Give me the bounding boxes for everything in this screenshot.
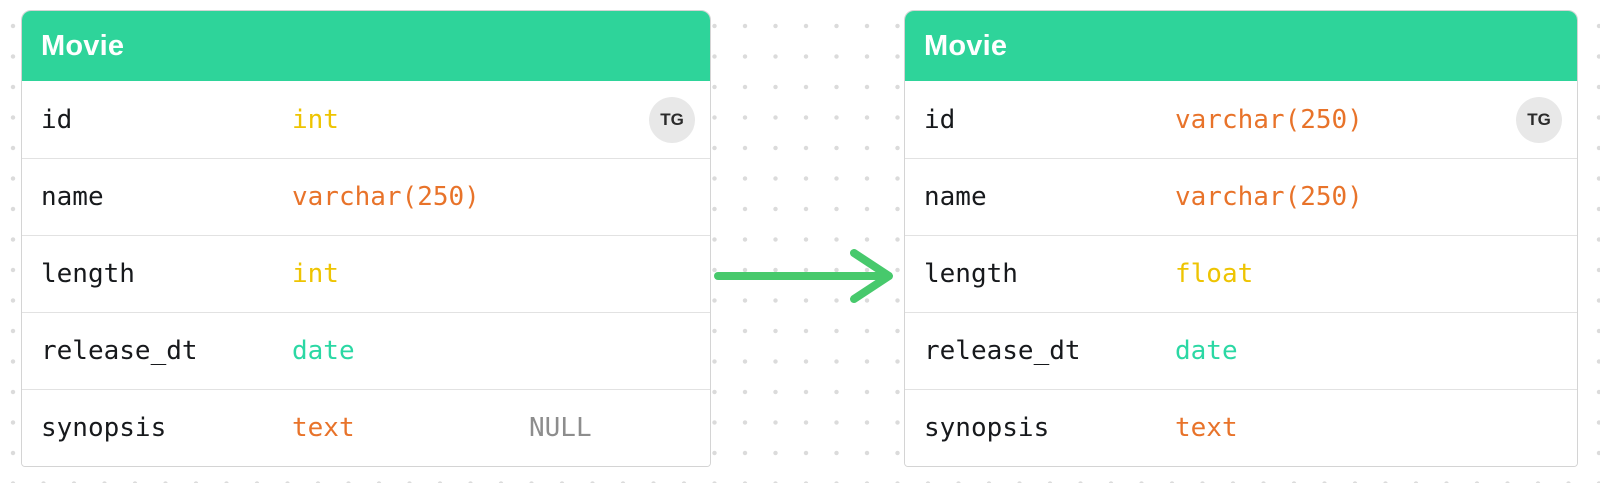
field-row[interactable]: length float (905, 235, 1577, 312)
trigger-badge[interactable]: TG (649, 96, 695, 143)
field-name: id (41, 104, 73, 135)
field-row[interactable]: synopsis text NULL (22, 389, 710, 466)
field-name: synopsis (41, 413, 167, 443)
field-row[interactable]: name varchar(250) (905, 158, 1577, 235)
field-type: varchar(250) (1175, 104, 1363, 135)
trigger-badge[interactable]: TG (1516, 96, 1562, 143)
field-name: length (924, 259, 1018, 289)
field-type: float (1175, 259, 1254, 289)
table-header[interactable]: Movie (905, 11, 1577, 81)
field-row[interactable]: id varchar(250) TG (905, 81, 1577, 158)
table-header[interactable]: Movie (22, 11, 710, 81)
field-type: date (292, 336, 355, 366)
field-row[interactable]: release_dt date (22, 312, 710, 389)
field-type: varchar(250) (1175, 182, 1363, 212)
field-name: name (924, 182, 987, 212)
field-type: int (292, 104, 339, 135)
table-card-before[interactable]: Movie id int TG name varchar(250) length… (21, 10, 711, 467)
field-row[interactable]: name varchar(250) (22, 158, 710, 235)
field-row[interactable]: synopsis text (905, 389, 1577, 466)
field-type: int (292, 259, 339, 289)
field-name: synopsis (924, 413, 1050, 443)
field-type: varchar(250) (292, 182, 480, 212)
field-row[interactable]: release_dt date (905, 312, 1577, 389)
field-type: date (1175, 336, 1238, 366)
field-type: text (1175, 413, 1238, 443)
table-title: Movie (41, 29, 125, 62)
table-title: Movie (924, 29, 1008, 62)
field-row[interactable]: id int TG (22, 81, 710, 158)
field-name: release_dt (41, 336, 198, 366)
field-row[interactable]: length int (22, 235, 710, 312)
field-name: id (924, 104, 956, 135)
transform-arrow (714, 249, 893, 303)
field-name: name (41, 182, 104, 212)
table-card-after[interactable]: Movie id varchar(250) TG name varchar(25… (904, 10, 1578, 467)
field-name: length (41, 259, 135, 289)
field-note: NULL (529, 413, 592, 443)
field-type: text (292, 413, 355, 443)
field-name: release_dt (924, 336, 1081, 366)
